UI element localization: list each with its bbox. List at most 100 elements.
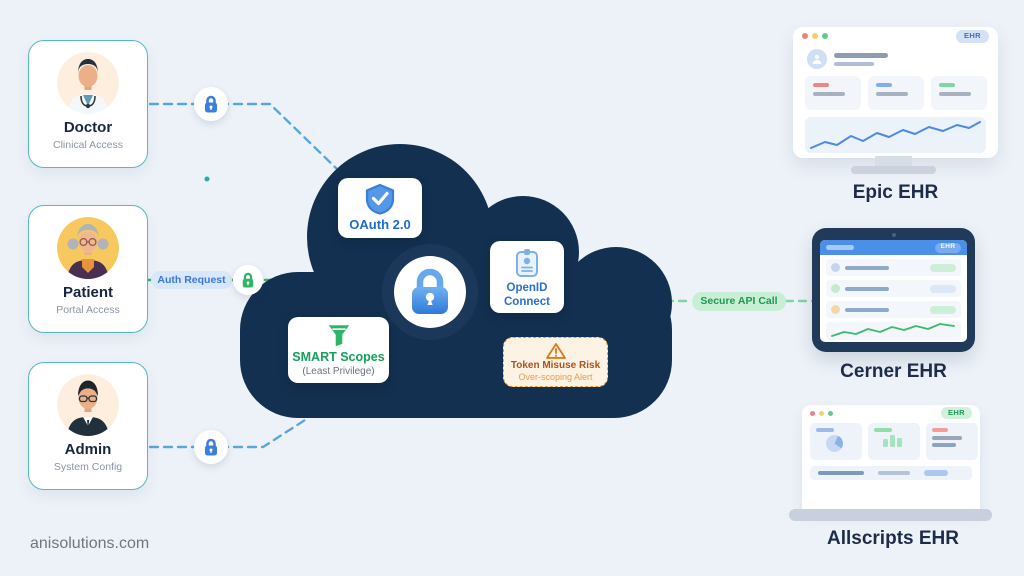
actor-name: Doctor xyxy=(63,119,113,136)
epic-ehr-monitor: EHR xyxy=(793,27,998,158)
allscripts-widget-cards xyxy=(810,423,980,460)
warning-icon xyxy=(545,343,566,359)
admin-lock-icon xyxy=(194,430,228,464)
yellow-dot-icon xyxy=(819,410,824,416)
patient-avatar xyxy=(57,217,119,279)
widget-card-bars xyxy=(868,423,920,460)
epic-stat-cards xyxy=(805,76,998,110)
red-dot-icon xyxy=(802,33,808,39)
row-avatar-dot xyxy=(831,263,840,272)
smart-scopes-label: SMART Scopes xyxy=(292,350,385,364)
epic-window-bar: EHR xyxy=(793,27,998,45)
epic-patient-row xyxy=(807,49,998,69)
token-misuse-label: Token Misuse Risk xyxy=(510,360,601,371)
stat-accent-bar xyxy=(813,83,829,87)
doctor-lock-icon xyxy=(194,87,228,121)
bar xyxy=(897,438,902,447)
cerner-ehr-tablet: EHR xyxy=(812,228,975,352)
text-bar xyxy=(834,61,874,66)
widget-card-text xyxy=(926,423,978,460)
traffic-dots-icon xyxy=(802,33,828,39)
summary-pill xyxy=(924,470,948,476)
bar-chart-icon xyxy=(883,434,920,447)
patient-avatar-illustration xyxy=(57,217,119,279)
person-icon xyxy=(807,49,827,69)
row-text-bar xyxy=(845,265,889,270)
actor-role: Clinical Access xyxy=(52,139,124,151)
text-bar xyxy=(834,52,888,58)
smart-scopes-chip: SMART Scopes (Least Privilege) xyxy=(288,317,389,383)
site-footer: anisolutions.com xyxy=(30,535,150,552)
doctor-card: Doctor Clinical Access xyxy=(28,40,148,168)
smart-scopes-sublabel: (Least Privilege) xyxy=(302,366,375,377)
summary-bar xyxy=(878,471,910,475)
stat-card xyxy=(805,76,861,110)
secure-api-call-pill: Secure API Call xyxy=(692,292,786,311)
auth-request-label: Auth Request xyxy=(157,273,226,286)
row-avatar-dot xyxy=(831,305,840,314)
patient-card: Patient Portal Access xyxy=(28,205,148,333)
openid-chip: OpenID Connect xyxy=(490,241,564,313)
allscripts-summary-row xyxy=(810,466,972,480)
yellow-dot-icon xyxy=(812,33,818,39)
oauth-label: OAuth 2.0 xyxy=(349,217,411,232)
widget-card-pie xyxy=(810,423,862,460)
token-misuse-sublabel: Over-scoping Alert xyxy=(518,372,593,382)
green-dot-icon xyxy=(822,33,828,39)
green-dot-icon xyxy=(828,410,833,416)
admin-connector-line xyxy=(148,418,307,449)
widget-title-bar xyxy=(874,428,892,432)
allscripts-ehr-badge: EHR xyxy=(940,407,972,419)
bar xyxy=(883,439,888,447)
stat-accent-bar xyxy=(876,83,892,87)
doctor-avatar xyxy=(57,52,119,114)
cerner-screen: EHR xyxy=(820,240,967,342)
monitor-stand-neck xyxy=(875,156,912,168)
summary-bar xyxy=(818,471,864,475)
cerner-ehr-badge: EHR xyxy=(935,242,961,253)
admin-avatar xyxy=(57,374,119,436)
admin-avatar-illustration xyxy=(57,374,119,436)
allscripts-ehr-title: Allscripts EHR xyxy=(827,528,959,549)
epic-trend-chart xyxy=(805,117,986,153)
id-badge-icon xyxy=(516,249,538,277)
epic-ehr-title: Epic EHR xyxy=(852,182,939,203)
central-lock-icon xyxy=(412,268,448,314)
admin-card: Admin System Config xyxy=(28,362,148,490)
actor-role: Portal Access xyxy=(56,304,120,316)
openid-label: OpenID Connect xyxy=(504,281,550,310)
record-row xyxy=(826,301,961,318)
stat-card xyxy=(931,76,987,110)
stat-text-bar xyxy=(876,92,908,96)
allscripts-window-bar: EHR xyxy=(802,405,980,421)
text-bars xyxy=(834,52,888,66)
stat-text-bar xyxy=(939,92,971,96)
row-avatar-dot xyxy=(831,284,840,293)
row-text-bar xyxy=(845,307,889,312)
row-text-bar xyxy=(845,286,889,291)
record-row xyxy=(826,280,961,297)
record-row xyxy=(826,259,961,276)
widget-text-bar xyxy=(932,443,956,447)
doctor-avatar-illustration xyxy=(57,52,119,114)
shield-check-icon xyxy=(365,183,395,215)
pie-chart-icon xyxy=(826,435,843,452)
actor-role: System Config xyxy=(53,461,123,473)
secure-api-call-label: Secure API Call xyxy=(700,295,778,308)
widget-title-bar xyxy=(816,428,834,432)
row-status-pill xyxy=(930,263,956,272)
openid-label-line2: Connect xyxy=(504,296,550,309)
stat-card xyxy=(868,76,924,110)
bar xyxy=(890,435,895,447)
header-title-bar xyxy=(826,245,854,250)
oauth-chip: OAuth 2.0 xyxy=(338,178,422,238)
red-dot-icon xyxy=(810,410,815,416)
laptop-base xyxy=(789,509,992,521)
cerner-header-bar: EHR xyxy=(820,240,967,255)
monitor-stand-base xyxy=(851,166,936,174)
doctor-connector-line xyxy=(148,102,340,172)
cerner-ehr-title: Cerner EHR xyxy=(840,361,947,382)
widget-text-bar xyxy=(932,436,962,440)
actor-name: Patient xyxy=(62,284,113,301)
